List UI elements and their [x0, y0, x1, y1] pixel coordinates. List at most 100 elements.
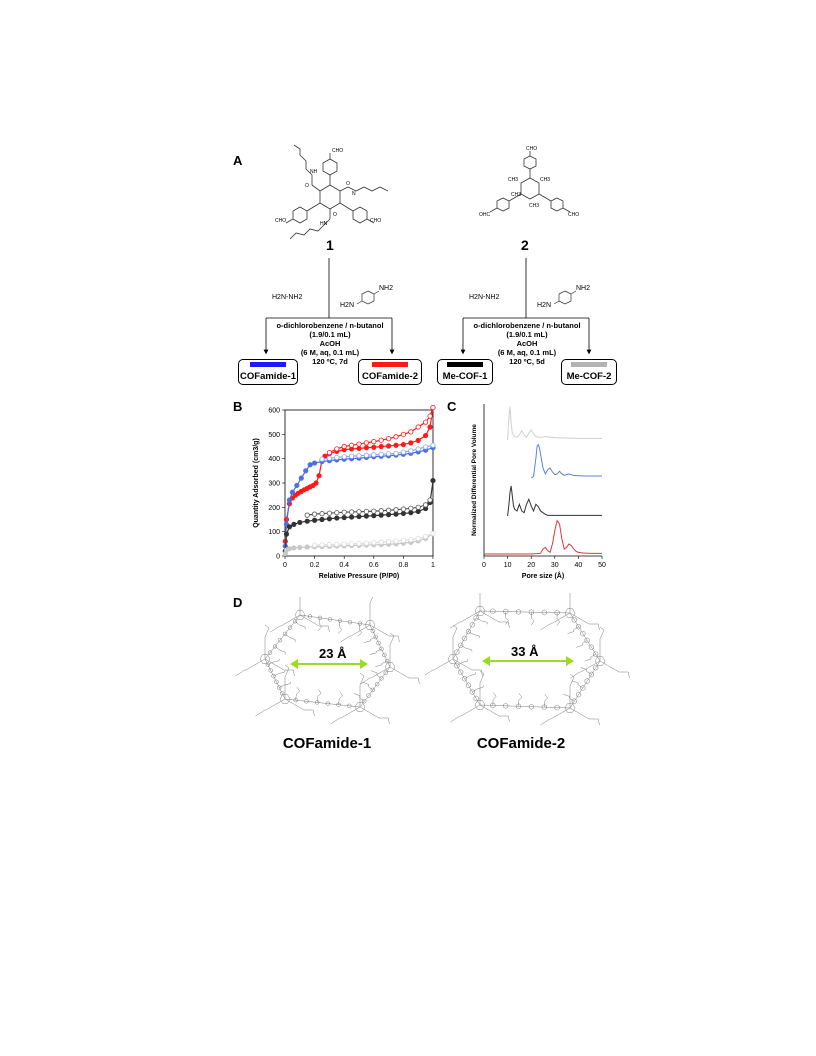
node-chain [340, 635, 351, 643]
linker-ring [347, 619, 353, 625]
alkyl-chain [472, 685, 484, 693]
isotherm-point [427, 424, 433, 430]
pore-distribution-line [530, 443, 602, 479]
node-chain [540, 623, 551, 631]
framework-bond [569, 612, 601, 662]
isotherm-point [400, 449, 406, 455]
alkyl-chain [267, 658, 280, 665]
alkyl-chain [492, 692, 497, 706]
linker-ring [593, 664, 599, 671]
isotherm-point [415, 446, 421, 452]
isotherm-point [286, 524, 293, 530]
x-tick-label: 0.2 [310, 562, 320, 569]
isotherm-point [427, 497, 433, 503]
node-arm [452, 658, 473, 671]
node-arm [389, 666, 410, 679]
linker-ring [541, 704, 547, 711]
cho-label-top: CHO [526, 146, 537, 152]
alkyl-chain [317, 617, 323, 631]
isotherm-point [297, 519, 303, 526]
node-core [279, 694, 291, 704]
isotherm-point [291, 521, 297, 527]
node-arm [284, 698, 305, 711]
pore-size-label-cofamide-1: 23 Å [318, 646, 348, 661]
isotherm-point [415, 437, 421, 444]
linker-ring [458, 642, 464, 649]
node-core [364, 620, 376, 630]
isotherm-point [378, 437, 384, 443]
isotherm-point [289, 489, 296, 495]
isotherm-point [378, 508, 384, 514]
alkyl-chain [476, 617, 488, 625]
isotherm-point [393, 511, 399, 517]
isotherm-point [312, 511, 318, 517]
linker-ring [325, 701, 330, 706]
isotherm-point [363, 445, 369, 451]
product-label: Me-COF-2 [566, 371, 612, 382]
linker-ring [370, 628, 375, 634]
node-arm [460, 704, 481, 717]
pore-size-label-cofamide-2: 33 Å [510, 644, 540, 659]
node-core [384, 662, 396, 672]
linker-ring [580, 630, 586, 637]
isotherm-line [284, 447, 434, 547]
nh-label-2: HN [320, 221, 328, 227]
y-tick-label: 600 [268, 408, 280, 415]
node-arm [280, 614, 301, 627]
isotherm-point [326, 455, 333, 461]
linker-ring [465, 628, 471, 635]
alkyl-chain [357, 623, 363, 637]
product-label: Me-COF-1 [442, 371, 488, 382]
linker-ring [382, 652, 387, 658]
isotherm-point [386, 436, 392, 442]
network-title-cofamide-2: COFamide-2 [476, 735, 566, 752]
diamine-ring-right [558, 290, 572, 305]
linker-ring [277, 637, 283, 643]
alkyl-chain [460, 645, 473, 652]
node-arm [245, 658, 266, 671]
node-chain [235, 669, 246, 677]
framework-bond [569, 660, 601, 709]
product-label: COFamide-1 [240, 371, 296, 382]
linker-ring [336, 702, 341, 708]
product-color-bar [372, 362, 408, 367]
isotherm-point [423, 419, 429, 425]
node-chain [284, 664, 290, 678]
linker-ring [317, 615, 323, 621]
alkyl-chain [464, 672, 477, 679]
isotherm-point [326, 541, 333, 548]
ch3-label-1: CH3 [508, 177, 518, 183]
y-tick-label: 300 [268, 481, 280, 488]
node-chain [409, 677, 420, 685]
node-core [594, 656, 606, 666]
diamine-nh2-right-top: NH2 [576, 285, 591, 292]
linker-ring [458, 669, 464, 676]
node-arm [479, 610, 500, 623]
y-tick-label: 200 [268, 505, 280, 512]
node-arm [359, 706, 380, 719]
node-core [474, 606, 486, 616]
isotherm-point [356, 509, 362, 515]
alkyl-chain [273, 670, 286, 677]
isotherm-point [341, 454, 347, 460]
isotherm-point [386, 507, 392, 513]
isotherm-point [312, 460, 318, 466]
y-axis-label: Normalized Differential Pore Volume [471, 424, 478, 536]
linker-ring [516, 608, 522, 615]
isotherm-point [356, 513, 362, 520]
isotherm-point [349, 541, 355, 547]
linker-ring [584, 678, 590, 685]
diamine-nh2-left-top: NH2 [379, 285, 394, 292]
linker-ring [373, 634, 378, 640]
isotherm-point [371, 513, 377, 519]
isotherm-point [393, 507, 399, 513]
node-arm [569, 707, 590, 720]
linker-ring [473, 614, 479, 621]
conditions-right-temp-time: 120 ºC, 5d [509, 357, 545, 366]
linker-ring [366, 693, 371, 698]
compound-1-structure: CHO CHO CHO O O O NH HN N [275, 144, 389, 240]
isotherm-point [430, 404, 436, 411]
x-tick-label: 50 [598, 562, 606, 569]
node-chain [389, 635, 400, 643]
isotherm-point [408, 429, 414, 435]
